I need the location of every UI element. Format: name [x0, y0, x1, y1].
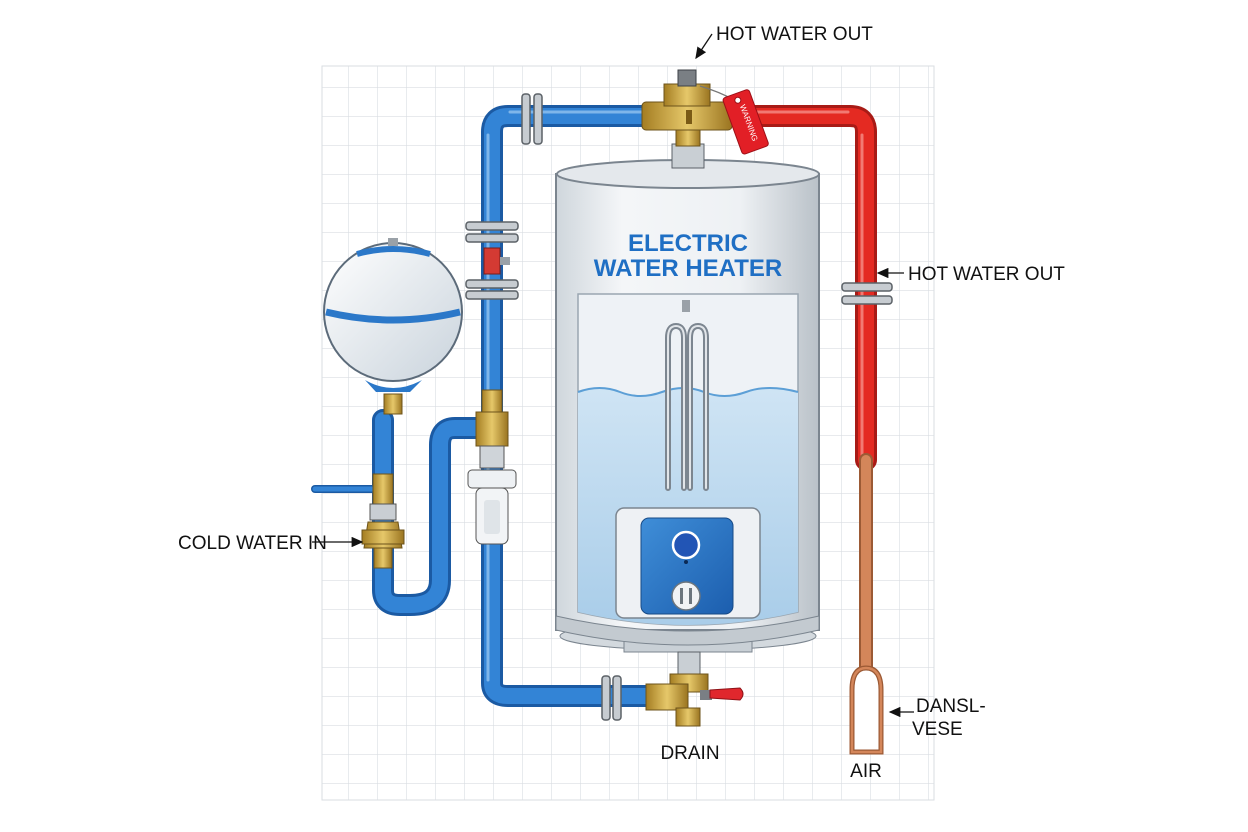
hot-water-out-top-label: HOT WATER OUT [716, 24, 873, 45]
drain-valve [645, 651, 744, 727]
air-label: AIR [850, 761, 882, 782]
vese-label: VESE [912, 719, 963, 740]
inline-filter [467, 389, 517, 545]
pipe-clamps [465, 93, 622, 721]
heater-title-line1: ELECTRIC [628, 230, 748, 257]
heating-element [665, 300, 709, 491]
top-outlet-fitting [641, 69, 733, 169]
shutoff-valve-red [483, 247, 510, 275]
hot-pipe-clamp [841, 282, 893, 305]
hot-water-out-top-leader [695, 33, 713, 60]
cold-water-in-label: COLD WATER IN [178, 533, 327, 554]
heater-title-line2: WATER HEATER [594, 255, 782, 282]
inlet-valve [361, 473, 405, 569]
reset-knob[interactable] [671, 581, 701, 611]
drain-handle[interactable] [709, 687, 744, 701]
dansl-label: DANSL- [916, 696, 986, 717]
thermostat-panel [615, 507, 761, 619]
expansion-tank [323, 238, 463, 415]
temperature-dial[interactable] [671, 530, 701, 560]
warning-tag: WARNING [699, 85, 769, 155]
drain-label: DRAIN [660, 743, 719, 764]
copper-loop [849, 665, 884, 755]
cold-water-piping [311, 105, 699, 707]
hot-water-out-right-label: HOT WATER OUT [908, 264, 1065, 285]
